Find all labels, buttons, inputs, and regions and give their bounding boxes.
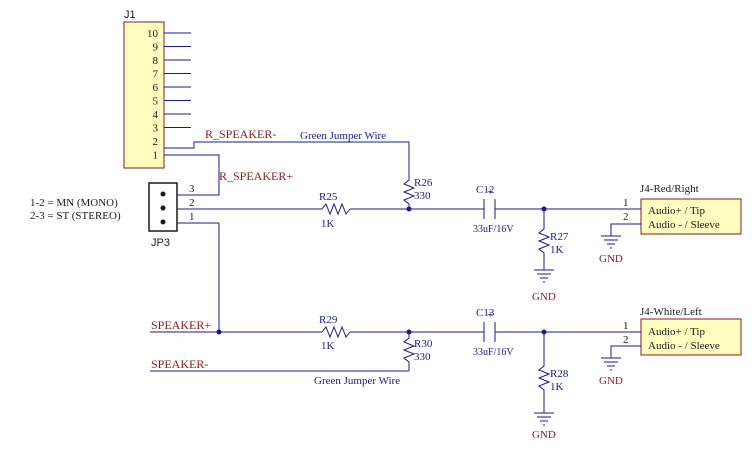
j4-left-line1: Audio+ / Tip (648, 326, 705, 338)
ground-symbol (601, 235, 621, 249)
c12-value: 33uF/16V (473, 224, 514, 235)
label-green-wire-bottom: Green Jumper Wire (314, 375, 400, 387)
r29-designator: R29 (319, 314, 338, 326)
gnd-label: GND (599, 253, 623, 265)
j4-left-pin2-lead (610, 345, 641, 358)
r27-designator: R27 (550, 231, 569, 243)
j4-right-pin1: 1 (623, 197, 629, 209)
resistor-r28 (537, 332, 551, 413)
j1-pin-label: 10 (147, 28, 159, 40)
j1-pin-label: 3 (153, 123, 159, 135)
j4-left-line2: Audio - / Sleeve (648, 340, 720, 352)
j1-pin-list: 10 98 76 54 32 1 (147, 28, 191, 162)
j4-right-body (640, 198, 742, 235)
r28-value: 1K (550, 381, 564, 393)
gnd-label: GND (599, 375, 623, 387)
j4-right-line1: Audio+ / Tip (648, 205, 705, 217)
j1-pin-label: 2 (153, 136, 159, 148)
j4-left-pin1: 1 (623, 320, 629, 332)
r26-designator: R26 (414, 177, 433, 189)
resistor-r29 (321, 325, 351, 339)
junction-dot (216, 329, 222, 335)
j1-pin-label: 7 (153, 69, 159, 81)
r27-value: 1K (550, 244, 564, 256)
resistor-r27 (537, 209, 551, 270)
jumper-jp3: JP3 3 2 1 1-2 = MN (MONO) 2-3 = ST (STER… (30, 182, 219, 249)
c13-designator: C13 (476, 307, 495, 319)
gnd-label: GND (532, 291, 556, 303)
resistor-r25 (321, 202, 351, 216)
ground-symbol (534, 412, 554, 426)
j4-right-pin2: 2 (623, 211, 629, 223)
j1-pin-label: 5 (153, 96, 159, 108)
label-green-wire-top: Green Jumper Wire (300, 130, 386, 142)
net-speaker-pos: SPEAKER+ (151, 318, 211, 332)
wire-r-speaker-neg (164, 141, 410, 172)
j4-right-pin2-lead (610, 223, 641, 236)
j4-right-line2: Audio - / Sleeve (648, 219, 720, 231)
wire-r-speaker-pos (164, 154, 220, 196)
r29-value: 1K (321, 340, 335, 352)
net-r-speaker-neg: R_SPEAKER- (205, 127, 276, 141)
c13-value: 33uF/16V (473, 347, 514, 358)
r30-designator: R30 (414, 338, 433, 350)
r25-value: 1K (321, 218, 335, 230)
r26-value: 330 (414, 190, 431, 202)
r25-designator: R25 (319, 191, 338, 203)
header-j1: J1 10 98 76 54 32 1 (123, 9, 191, 169)
jp3-pin-dot (160, 191, 166, 197)
jp3-designator: JP3 (151, 237, 170, 249)
c12-designator: C12 (476, 184, 494, 196)
r30-value: 330 (414, 351, 431, 363)
resistor-r30 (402, 332, 416, 371)
c13-polarity: + (487, 309, 493, 321)
c12-polarity: + (487, 186, 493, 198)
resistor-r26 (402, 172, 416, 209)
jp3-note-stereo: 2-3 = ST (STEREO) (30, 210, 121, 222)
jp3-pin-dot (160, 219, 166, 225)
jp3-pin-1: 1 (189, 211, 195, 223)
jp3-pin-3: 3 (189, 183, 195, 195)
j4-left-designator: J4-White/Left (640, 306, 702, 318)
j4-left-body (640, 318, 742, 356)
j1-pin-label: 4 (153, 109, 159, 121)
gnd-label: GND (532, 429, 556, 441)
ground-symbol (534, 269, 554, 283)
jp3-pin-dot (160, 205, 166, 211)
j1-pin-label: 1 (153, 150, 159, 162)
r28-designator: R28 (550, 368, 569, 380)
net-r-speaker-pos: R_SPEAKER+ (219, 169, 293, 183)
jp3-note-mono: 1-2 = MN (MONO) (30, 197, 118, 209)
j1-designator: J1 (124, 9, 136, 21)
j1-body (123, 21, 165, 169)
j1-pin-label: 9 (153, 42, 159, 54)
jp3-pin-2: 2 (189, 197, 195, 209)
ground-symbol (601, 357, 621, 371)
junction-dot (406, 206, 412, 212)
net-speaker-neg: SPEAKER- (151, 357, 208, 371)
j1-pin-label: 8 (153, 55, 159, 67)
j1-pin-label: 6 (153, 82, 159, 94)
j4-left-pin2: 2 (623, 334, 629, 346)
j4-right-designator: J4-Red/Right (640, 183, 699, 195)
